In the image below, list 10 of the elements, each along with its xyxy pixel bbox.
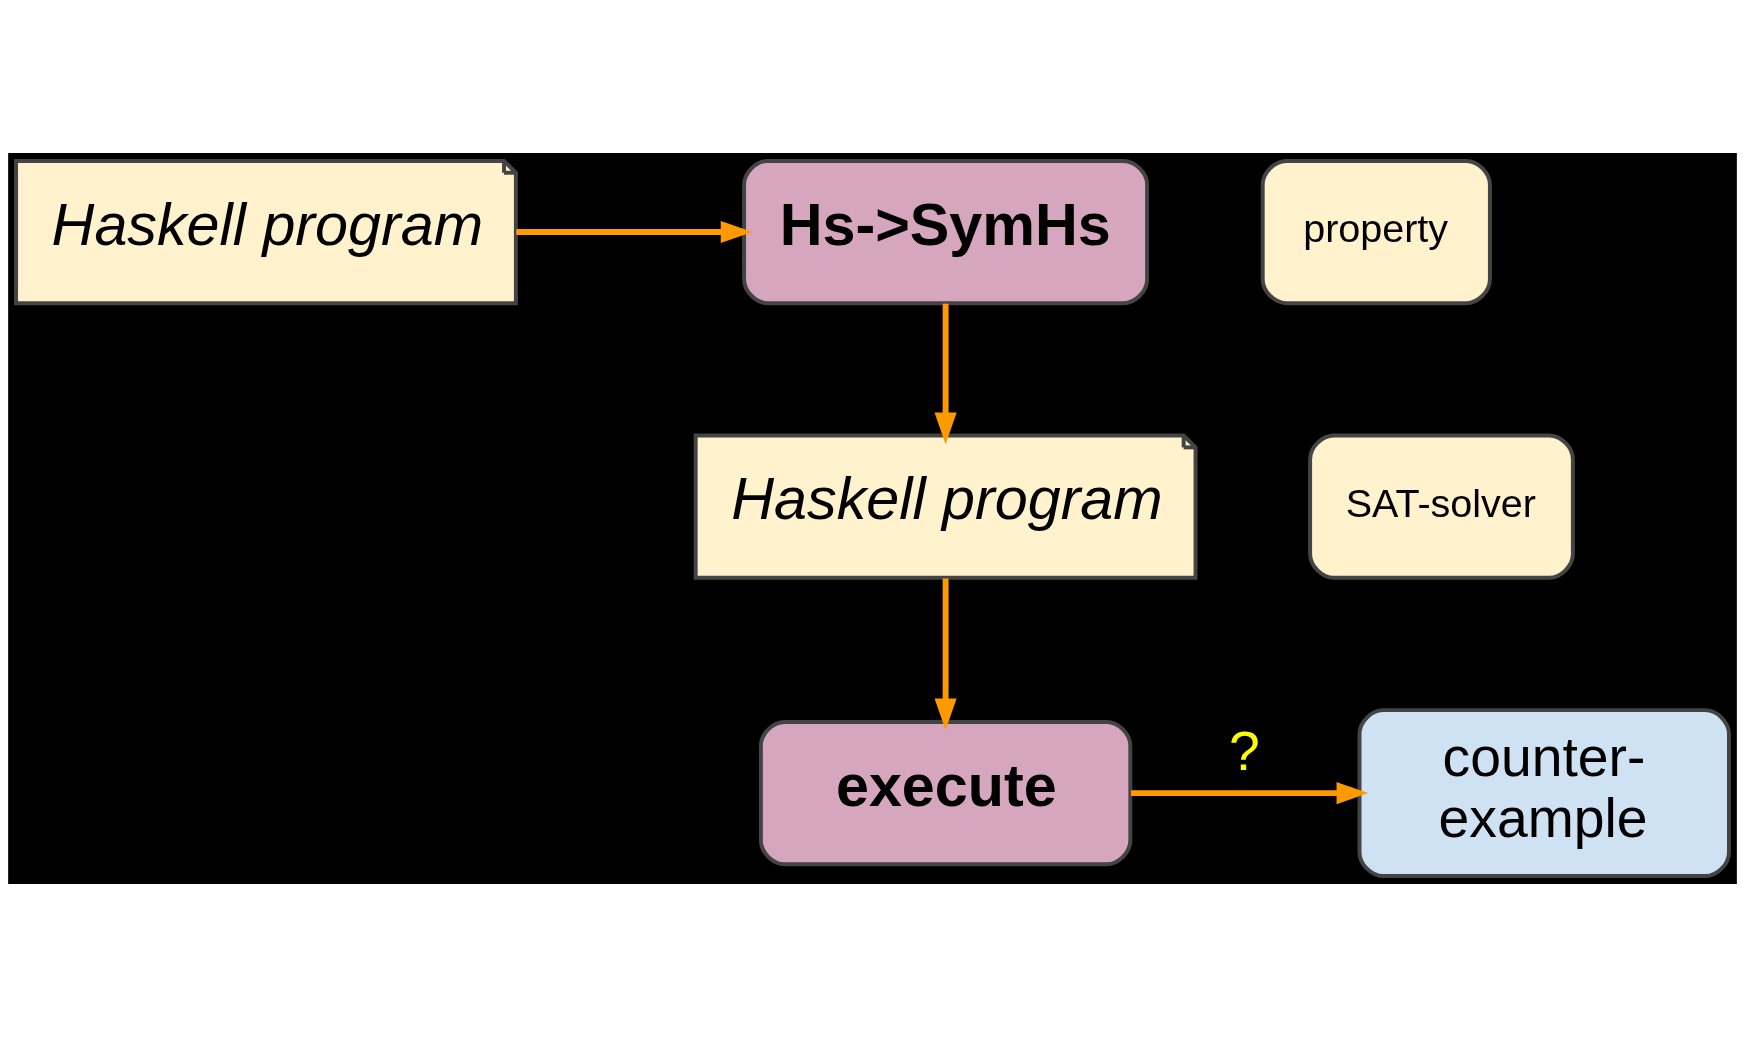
node-box: counter- example [1357,708,1731,879]
arrow [1130,782,1369,805]
node-box: property [1260,158,1492,306]
node-box: execute [758,720,1133,867]
edge-label: ? [1229,720,1260,783]
arrow [934,303,957,445]
arrow [934,578,957,731]
arrow [516,220,753,244]
node-box: Hs->SymHs [742,158,1150,306]
node-box: SAT-solver [1308,433,1575,580]
